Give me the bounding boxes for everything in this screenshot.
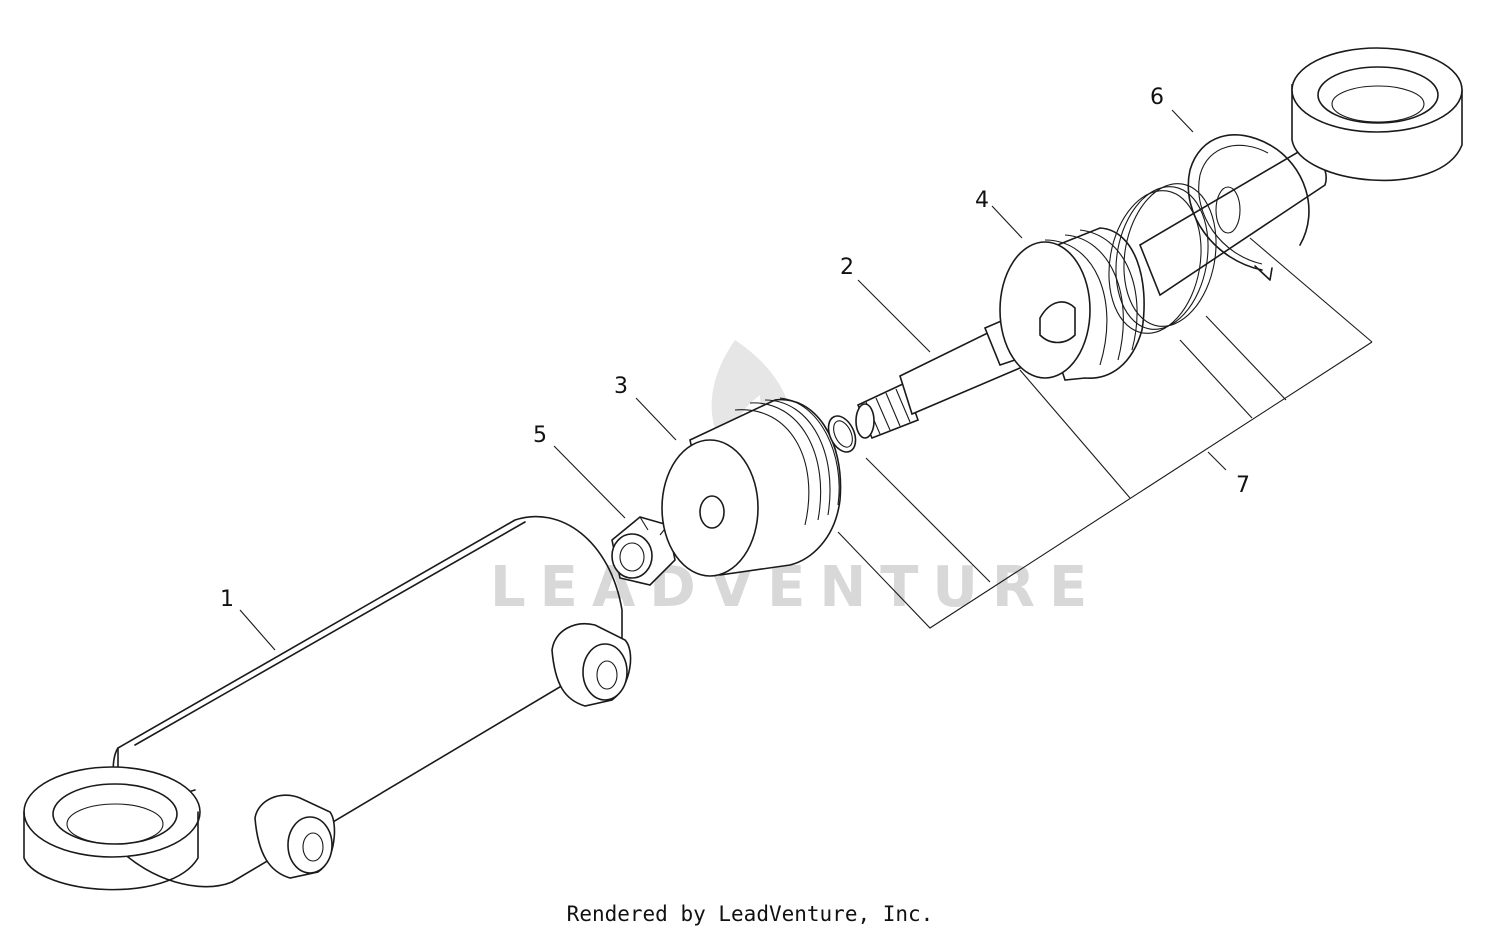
gland-part — [661, 397, 842, 577]
leader-lines — [239, 109, 1373, 651]
o-ring-part — [827, 415, 857, 453]
callout-1: 1 — [220, 587, 234, 612]
callout-7: 7 — [1236, 473, 1250, 498]
callout-2: 2 — [840, 255, 854, 280]
piston-seal-rings — [1108, 183, 1217, 334]
callout-5: 5 — [533, 423, 547, 448]
rod-eye-part — [1291, 47, 1463, 182]
cylinder-barrel-part — [23, 515, 632, 891]
piston-part — [999, 227, 1145, 381]
hex-nut-part — [611, 516, 676, 586]
callout-6: 6 — [1150, 85, 1164, 110]
callout-numbers: 1 2 3 4 5 6 7 — [220, 85, 1250, 612]
watermark-text: LEADVENTURE — [490, 555, 1101, 620]
callout-4: 4 — [975, 188, 989, 213]
footer-credit: Rendered by LeadVenture, Inc. — [566, 902, 934, 926]
callout-3: 3 — [614, 374, 628, 399]
snap-ring-part — [1187, 134, 1310, 281]
